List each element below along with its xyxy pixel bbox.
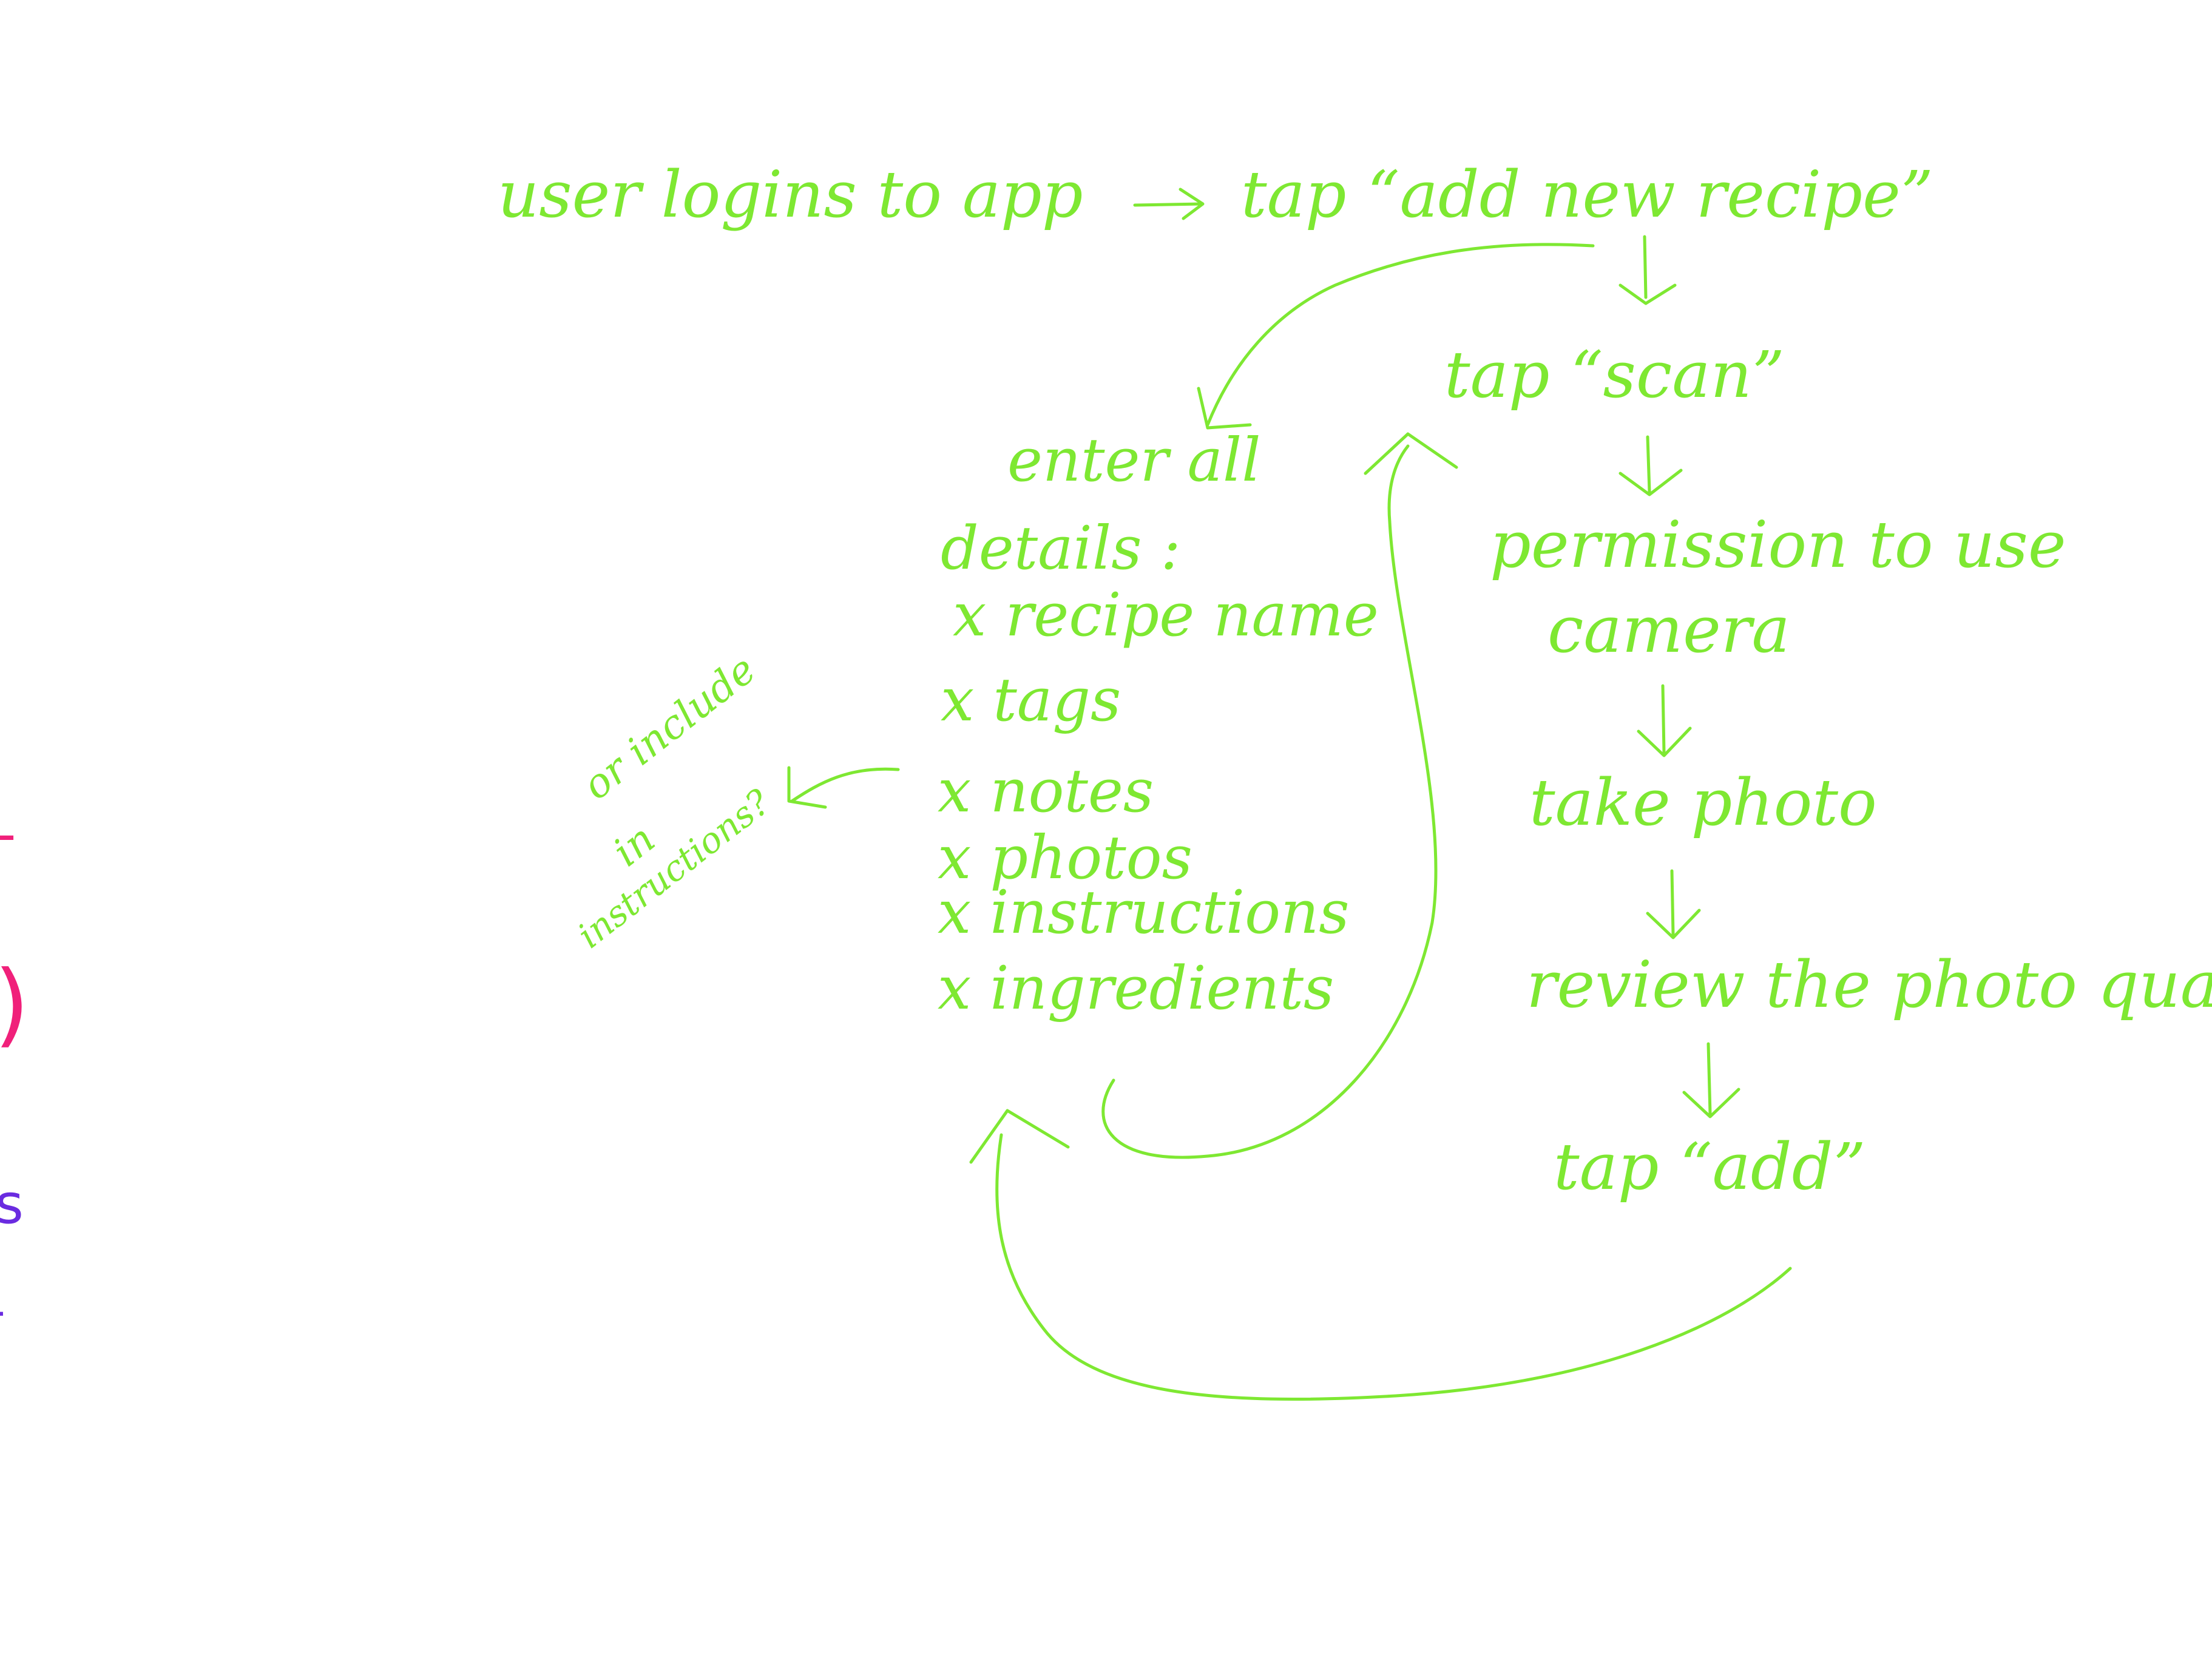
arrow-add-recipe-to-scan	[1618, 235, 1677, 305]
left-edge-fragment-pink: )	[0, 959, 30, 1050]
arrow-add-recipe-to-details	[1197, 243, 1595, 430]
flow-step-permission: permission to use	[1490, 507, 2066, 582]
flow-step-camera: camera	[1547, 592, 1790, 667]
details-item: x photos	[938, 824, 1192, 893]
side-note-line-3: instructions?	[570, 781, 778, 956]
arrow-scan-to-permission	[1618, 435, 1683, 496]
left-edge-fragment-pink: -	[0, 807, 16, 862]
arrow-photo-to-review	[1646, 869, 1701, 939]
left-edge-fragment-purple: s	[0, 1172, 24, 1236]
flow-step-review-photo: review the photo qua	[1526, 947, 2212, 1022]
arrow-notes-to-side-note	[787, 766, 900, 809]
arrow-permission-to-photo	[1637, 684, 1692, 757]
arrow-login-to-add-recipe	[1133, 188, 1205, 220]
details-heading-line-1: enter all	[1007, 426, 1261, 495]
details-item: x tags	[941, 666, 1121, 735]
flow-step-take-photo: take photo	[1529, 765, 1877, 840]
left-edge-fragment-purple: -	[0, 1287, 5, 1335]
details-item: x ingredients	[938, 954, 1334, 1023]
flow-step-user-logins: user logins to app	[498, 157, 1083, 232]
details-item: x instructions	[938, 878, 1350, 947]
details-item: x recipe name	[953, 581, 1379, 650]
flow-step-tap-scan: tap “scan”	[1444, 337, 1785, 412]
arrow-review-to-add	[1682, 1042, 1740, 1118]
side-note-line-1: or include	[573, 646, 765, 809]
side-note: or include in instructions?	[570, 646, 825, 956]
arrow-add-to-details	[969, 1109, 1792, 1401]
details-item: x notes	[938, 757, 1154, 826]
flow-step-tap-add: tap “add”	[1554, 1129, 1866, 1204]
details-heading-line-2: details :	[941, 514, 1181, 583]
arrow-details-to-scan	[1101, 432, 1458, 1159]
flow-step-tap-add-new-recipe: tap “add new recipe”	[1241, 157, 1934, 232]
